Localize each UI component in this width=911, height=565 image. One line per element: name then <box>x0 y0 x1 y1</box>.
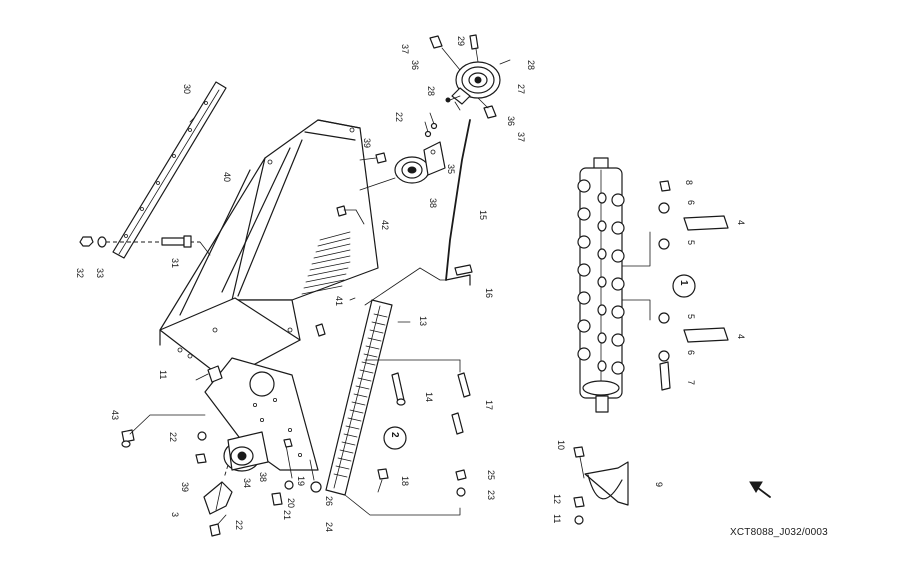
callout-36-top: 36 <box>410 60 420 70</box>
lower-fasteners <box>271 438 322 506</box>
callout-30: 30 <box>182 84 192 94</box>
part-41-bolt <box>315 323 326 337</box>
main-hood-housing <box>159 119 379 381</box>
callout-2: 2 <box>389 432 400 438</box>
lower-bearing-assembly <box>223 431 269 479</box>
callout-25: 25 <box>486 470 496 480</box>
callout-10: 10 <box>556 440 566 450</box>
left-fasteners <box>195 365 227 537</box>
part-13-slotted-grille <box>325 299 461 516</box>
callout-12: 12 <box>552 494 562 504</box>
callout-8: 8 <box>684 180 694 185</box>
callout-38-bottom: 38 <box>258 472 268 482</box>
callout-11-left: 11 <box>158 370 168 379</box>
callout-34: 34 <box>242 478 252 488</box>
blade-fasteners-right <box>658 180 729 391</box>
callout-9: 9 <box>654 482 664 487</box>
callout-39-top: 39 <box>362 138 372 148</box>
part-18-bolt <box>377 468 389 493</box>
callout-19: 19 <box>296 476 306 486</box>
callout-24: 24 <box>324 522 334 532</box>
callout-5-top: 5 <box>686 240 696 245</box>
callout-15: 15 <box>478 210 488 220</box>
callout-22-left: 22 <box>168 432 178 442</box>
part-22-studs-top <box>424 112 438 138</box>
callout-4-top: 4 <box>736 220 746 225</box>
callout-37-top: 37 <box>400 44 410 54</box>
drive-pulley-assembly <box>429 34 511 119</box>
callout-20: 20 <box>286 498 296 508</box>
callout-31: 31 <box>170 258 180 268</box>
callout-28-right: 28 <box>526 60 536 70</box>
callout-41: 41 <box>334 296 344 306</box>
callout-18: 18 <box>400 476 410 486</box>
callout-17: 17 <box>484 400 494 410</box>
callout-38-top: 38 <box>428 198 438 208</box>
callout-11-right: 11 <box>552 514 562 523</box>
callout-33: 33 <box>95 268 105 278</box>
callout-26: 26 <box>324 496 334 506</box>
callout-37-mid: 37 <box>516 132 526 142</box>
callout-7: 7 <box>686 380 696 385</box>
part-3-end-cap <box>203 481 233 515</box>
callout-3: 3 <box>170 512 180 517</box>
callout-43: 43 <box>110 410 120 420</box>
nut-washer-23-25 <box>455 469 467 497</box>
callout-1: 1 <box>678 280 689 286</box>
callout-29: 29 <box>456 36 466 46</box>
fastener-group-31-33 <box>79 235 211 256</box>
callout-40: 40 <box>222 172 232 182</box>
callout-28-left: 28 <box>426 86 436 96</box>
grille-slots <box>333 313 388 478</box>
callout-5-bottom: 5 <box>686 314 696 319</box>
callout-23: 23 <box>486 490 496 500</box>
direction-arrow <box>749 481 771 498</box>
callout-21: 21 <box>282 510 292 520</box>
callout-22-top: 22 <box>394 112 404 122</box>
pins-14-17 <box>364 359 471 435</box>
callout-42: 42 <box>380 220 390 230</box>
callout-22-bottom: 22 <box>234 520 244 530</box>
callout-35: 35 <box>446 164 456 174</box>
rotor-lugs <box>577 179 625 375</box>
callout-39-bottom: 39 <box>180 482 190 492</box>
part-30-angle-strip <box>112 81 227 259</box>
callout-6-top: 6 <box>686 200 696 205</box>
upper-bearing-assembly <box>359 141 446 191</box>
callout-36-mid: 36 <box>506 116 516 126</box>
callout-14: 14 <box>424 392 434 402</box>
mounting-bracket-9 <box>573 446 629 525</box>
reference-circles <box>383 274 696 450</box>
hood-vent-slots <box>301 231 351 295</box>
callout-6-bottom: 6 <box>686 350 696 355</box>
callout-labels: 30 40 32 33 31 37 36 29 28 27 28 22 36 3… <box>75 36 746 532</box>
flail-rotor-shaft <box>577 157 651 413</box>
link-rod-15-16 <box>364 119 473 306</box>
drawing-reference-code: XCT8088_J032/0003 <box>730 527 828 538</box>
callout-leaders <box>189 117 411 323</box>
callout-32: 32 <box>75 268 85 278</box>
callout-27: 27 <box>516 84 526 94</box>
callout-16: 16 <box>484 288 494 298</box>
part-42-bolt <box>336 205 365 225</box>
callout-4-bottom: 4 <box>736 334 746 339</box>
callout-13: 13 <box>418 316 428 326</box>
part-43-grease-nipple <box>121 414 206 448</box>
